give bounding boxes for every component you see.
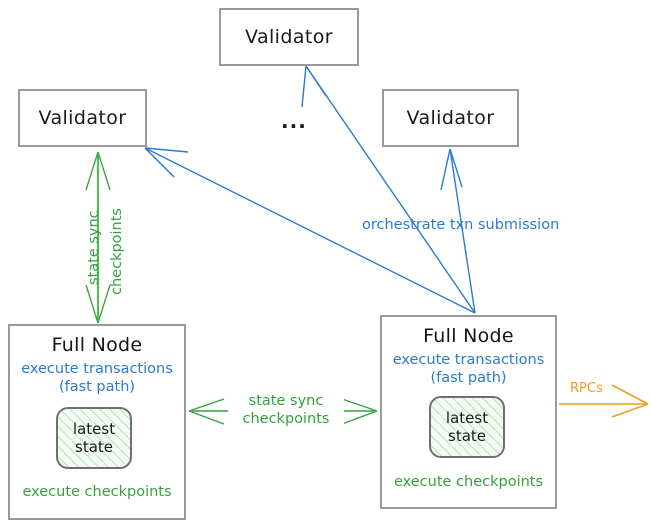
full-node-left-fastpath-line2: (fast path) bbox=[58, 379, 136, 396]
state-sync-center-label: state sync checkpoints bbox=[228, 392, 344, 429]
rpcs-label: RPCs bbox=[570, 381, 603, 396]
full-node-right-fastpath-line1: execute transactions bbox=[392, 352, 545, 368]
validator-left-label: Validator bbox=[38, 107, 127, 129]
full-node-right-bottom-label: execute checkpoints bbox=[393, 474, 544, 490]
state-sync-center-line2: checkpoints bbox=[242, 411, 330, 428]
latest-state-right-line2: state bbox=[448, 427, 486, 445]
full-node-left-title: Full Node bbox=[51, 334, 143, 356]
validator-box-right[interactable]: Validator bbox=[382, 89, 519, 147]
validator-ellipsis: ... bbox=[281, 109, 307, 133]
orchestrate-txn-label: orchestrate txn submission bbox=[362, 217, 560, 233]
full-node-left-fastpath-line1: execute transactions bbox=[21, 361, 173, 377]
validator-box-left[interactable]: Validator bbox=[18, 89, 147, 147]
full-node-box-left[interactable]: Full Node execute transactions (fast pat… bbox=[8, 324, 186, 520]
latest-state-box-left: latest state bbox=[56, 407, 132, 469]
full-node-left-bottom-label: execute checkpoints bbox=[22, 484, 172, 500]
state-sync-vertical-label-line2: checkpoints bbox=[109, 208, 125, 295]
full-node-box-right[interactable]: Full Node execute transactions (fast pat… bbox=[380, 315, 557, 509]
validator-right-label: Validator bbox=[406, 107, 495, 129]
latest-state-right-line1: latest bbox=[445, 408, 489, 427]
validator-box-top[interactable]: Validator bbox=[219, 8, 359, 66]
latest-state-left-line1: latest bbox=[72, 419, 116, 438]
full-node-right-fastpath-line2: (fast path) bbox=[430, 370, 507, 387]
full-node-right-title: Full Node bbox=[423, 325, 514, 347]
state-sync-center-line1: state sync bbox=[248, 393, 324, 409]
validator-top-label: Validator bbox=[245, 26, 333, 48]
state-sync-vertical-label-line1: state sync bbox=[86, 210, 102, 285]
latest-state-left-line2: state bbox=[75, 438, 113, 456]
latest-state-box-right: latest state bbox=[429, 396, 505, 458]
